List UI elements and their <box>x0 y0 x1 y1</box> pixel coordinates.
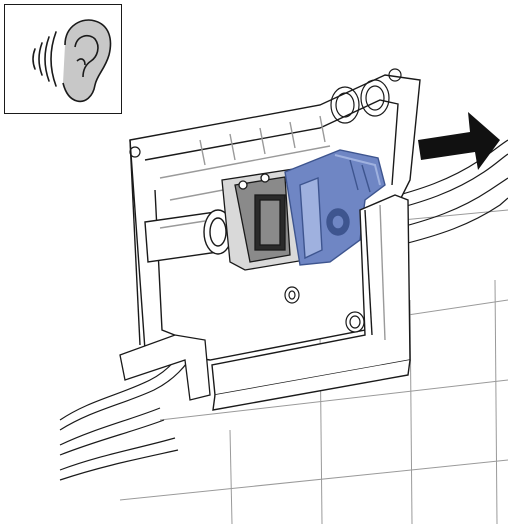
arrow-right-icon <box>418 112 500 170</box>
ear-icon <box>62 19 112 103</box>
angle-valve <box>221 167 306 271</box>
side-bracket <box>119 334 211 401</box>
blue-release-clip <box>284 149 386 266</box>
screws <box>284 286 365 333</box>
water-pipe <box>144 209 233 263</box>
threaded-fittings <box>129 68 402 158</box>
hearing-hint-panel <box>4 4 122 114</box>
ear-illustration <box>32 19 112 103</box>
sound-waves-icon <box>32 31 57 87</box>
front-cover <box>211 194 411 411</box>
